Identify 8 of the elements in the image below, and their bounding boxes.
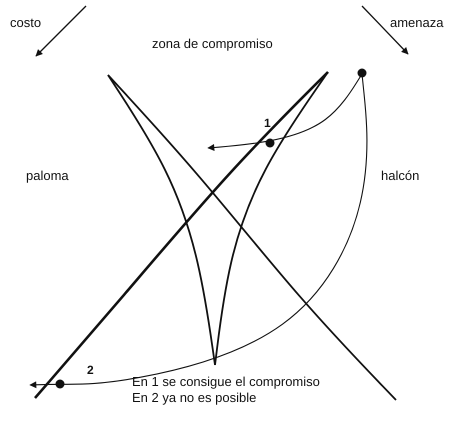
callout-number: 2	[87, 363, 94, 378]
axis-label: costo	[10, 15, 42, 30]
axis-label: amenaza	[390, 15, 444, 30]
callout-number: 1	[264, 116, 271, 131]
note-text: En 2 ya no es posible	[132, 390, 256, 405]
region-label: paloma	[26, 168, 69, 183]
region-label: zona de compromiso	[152, 36, 273, 51]
region-label: halcón	[381, 168, 420, 183]
